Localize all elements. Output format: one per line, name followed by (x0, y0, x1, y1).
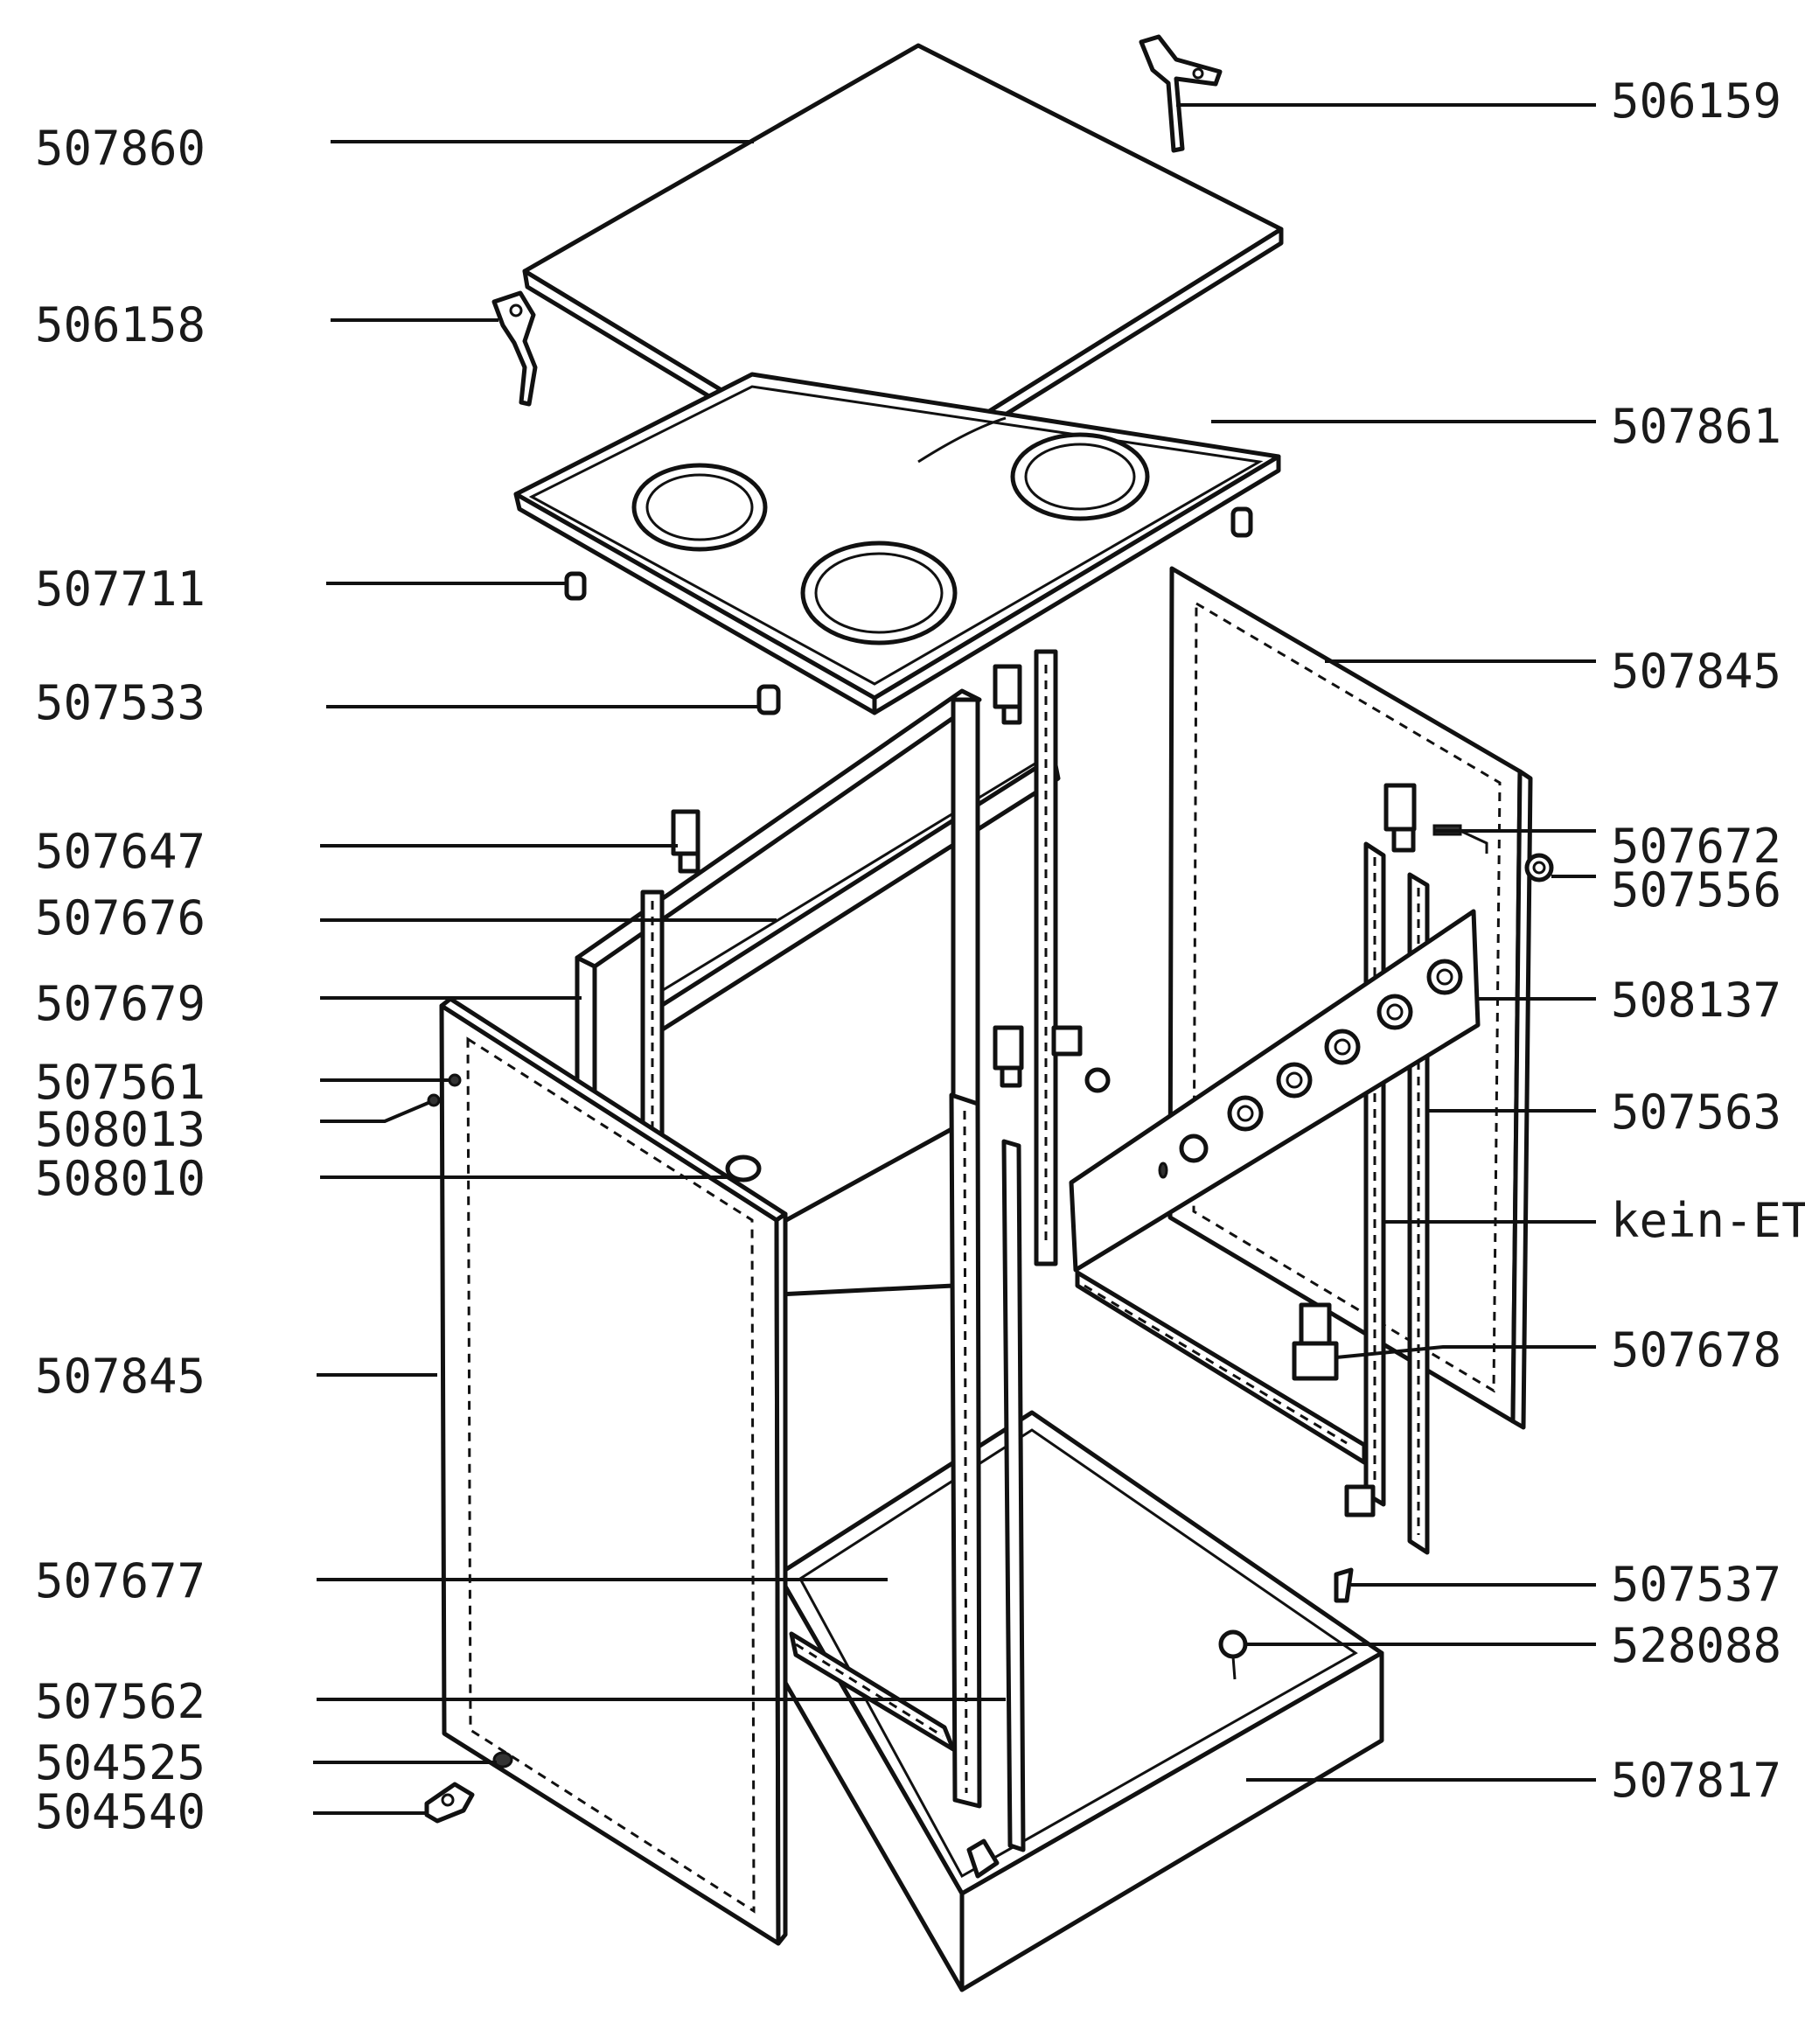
control-panel-strip (1069, 909, 1481, 1465)
label-507817: 507817 (1611, 1753, 1781, 1808)
grommet-508010 (725, 1155, 762, 1182)
label-507860: 507860 (35, 121, 206, 176)
label-507533: 507533 (35, 675, 206, 730)
bracket-507678 (1292, 1302, 1376, 1517)
label-507676: 507676 (35, 890, 206, 945)
label-507677: 507677 (35, 1553, 206, 1608)
hinge-right (1139, 34, 1223, 153)
rivet-507561 (448, 1073, 462, 1087)
side-panel-left (439, 996, 788, 1946)
cooktop-plate (513, 372, 1281, 715)
grommet-507556 (1524, 853, 1554, 882)
bracket-507647 (671, 809, 700, 874)
label-508137: 508137 (1611, 973, 1781, 1028)
label-507563: 507563 (1611, 1085, 1781, 1140)
back-frame (575, 649, 1061, 1297)
leader-lines (313, 103, 1596, 1815)
label-507845-right: 507845 (1611, 644, 1781, 699)
clip-507711 (564, 571, 587, 601)
label-507678: 507678 (1611, 1322, 1781, 1378)
label-507647: 507647 (35, 824, 206, 879)
label-528088: 528088 (1611, 1618, 1781, 1673)
label-504525: 504525 (35, 1735, 206, 1790)
label-508010: 508010 (35, 1151, 206, 1206)
lock-504540 (424, 1782, 475, 1824)
foot-507537 (1334, 1567, 1354, 1603)
part-labels-right: 506159 507861 507845 507672 507556 50813… (1611, 73, 1805, 1808)
bracket-center (993, 1025, 1111, 1093)
hinge-left (491, 290, 538, 407)
label-507845-left: 507845 (35, 1349, 206, 1404)
part-labels-left: 507860 506158 507711 507533 507647 50767… (35, 121, 206, 1839)
rail-507562 (949, 1092, 1026, 1852)
label-507556: 507556 (1611, 862, 1781, 917)
label-507537: 507537 (1611, 1557, 1781, 1612)
label-507679: 507679 (35, 976, 206, 1031)
clip-right-top (1230, 506, 1253, 538)
label-506159: 506159 (1611, 73, 1781, 129)
screw-504525 (492, 1751, 513, 1768)
clip-528088 (1218, 1629, 1248, 1680)
side-panel-right (1167, 566, 1533, 1430)
bracket-upper-center (993, 664, 1022, 725)
label-507672: 507672 (1611, 819, 1781, 874)
label-504540: 504540 (35, 1784, 206, 1839)
bracket-507672 (1383, 783, 1488, 854)
label-506158: 506158 (35, 297, 206, 352)
label-507561: 507561 (35, 1055, 206, 1110)
label-507861: 507861 (1611, 399, 1781, 454)
label-kein-et: kein-ET (1611, 1193, 1805, 1248)
pin-508013 (427, 1093, 441, 1107)
label-507711: 507711 (35, 562, 206, 617)
rail-kein-et (1363, 841, 1386, 1507)
appliance-drawing (424, 34, 1554, 1992)
clip-507533 (756, 684, 781, 715)
label-507562: 507562 (35, 1674, 206, 1729)
label-508013: 508013 (35, 1102, 206, 1157)
